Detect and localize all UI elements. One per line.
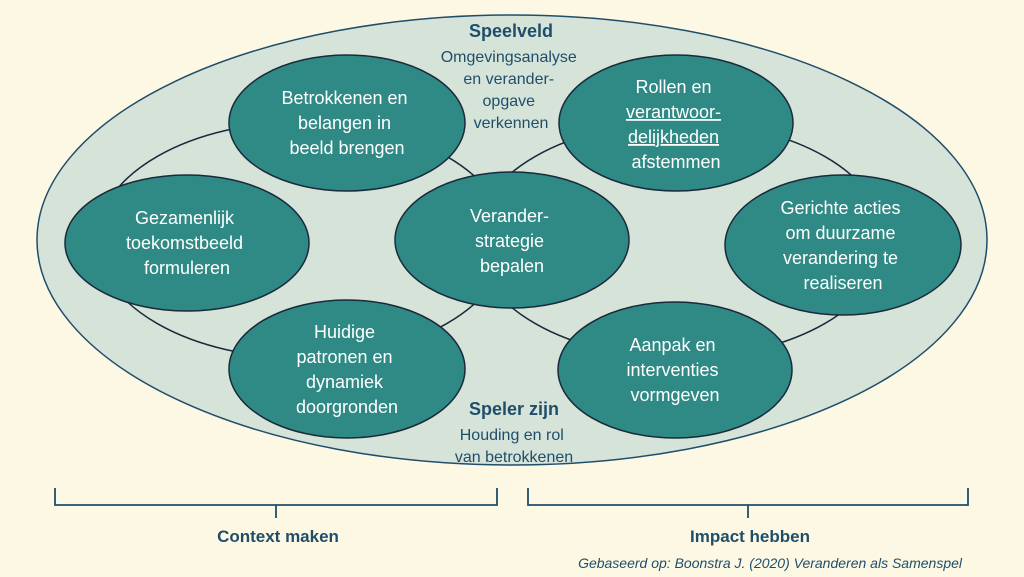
node-rollen: Rollen en verantwoor- delijkheden afstem…: [558, 54, 794, 192]
impact-hebben-label: Impact hebben: [690, 527, 810, 546]
node-rollen-text: Rollen en verantwoor- delijkheden afstem…: [626, 77, 726, 172]
node-patronen: Huidige patronen en dynamiek doorgronden: [228, 299, 466, 439]
speler-zijn-description: Houding en rol van betrokkenen: [455, 427, 573, 466]
node-betrokkenen-text: Betrokkenen en belangen in beeld brengen: [281, 88, 412, 158]
node-strategie-text: Verander- strategie bepalen: [470, 206, 554, 276]
left-bracket: [54, 488, 498, 518]
node-acties: Gerichte acties om duurzame verandering …: [724, 174, 962, 316]
right-bracket: [527, 488, 969, 518]
node-patronen-text: Huidige patronen en dynamiek doorgronden: [296, 322, 398, 417]
context-maken-label: Context maken: [217, 527, 339, 546]
node-toekomstbeeld-text: Gezamenlijk toekomstbeeld formuleren: [126, 208, 248, 278]
node-aanpak: Aanpak en interventies vormgeven: [557, 301, 793, 439]
speelveld-title: Speelveld: [469, 21, 553, 41]
node-toekomstbeeld: Gezamenlijk toekomstbeeld formuleren: [64, 174, 310, 312]
node-acties-text: Gerichte acties om duurzame verandering …: [780, 198, 905, 293]
node-aanpak-text: Aanpak en interventies vormgeven: [626, 335, 723, 405]
speelveld-description: Omgevingsanalyse en verander- opgave ver…: [441, 49, 582, 132]
speler-zijn-title: Speler zijn: [469, 399, 559, 419]
node-betrokkenen: Betrokkenen en belangen in beeld brengen: [228, 54, 466, 192]
node-strategie: Verander- strategie bepalen: [394, 171, 630, 309]
source-credit: Gebaseerd op: Boonstra J. (2020) Verande…: [578, 555, 963, 571]
